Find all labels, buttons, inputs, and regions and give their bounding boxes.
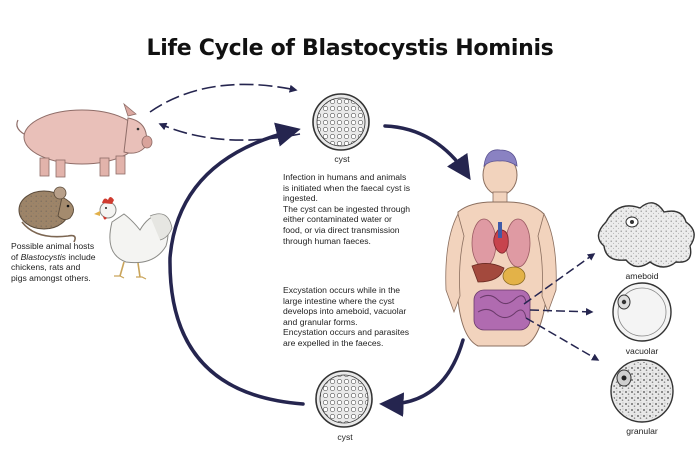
animal-hosts-text: Possible animal hosts of Blastocystis in… [11, 241, 141, 283]
right-lung [505, 218, 531, 268]
arrow-to-ameboid [523, 253, 596, 305]
excystation-text: Excystation occurs while in the large in… [283, 285, 453, 349]
brain [483, 149, 518, 168]
heart [493, 229, 509, 254]
arrow-to-granular [525, 317, 600, 361]
hosts-line-2-suffix: include [65, 251, 96, 262]
left-lung [471, 218, 497, 268]
ameboid-form [597, 202, 695, 268]
vacuolar-form [612, 282, 672, 342]
human-figure [445, 149, 557, 347]
hosts-line-2-italic: Blastocystis [20, 251, 66, 262]
excystation-line: Excystation occurs while in the [283, 285, 401, 295]
hosts-line-2: of Blastocystis include [11, 252, 141, 263]
hosts-line-2-prefix: of [11, 251, 21, 262]
infection-line: food, or via direct transmission [283, 224, 400, 235]
arrow-human-to-cyst [379, 338, 465, 417]
stomach [502, 266, 526, 286]
infection-line: is initiated when the faecal cyst is [283, 182, 411, 193]
cyst-top-label: cyst [334, 154, 350, 164]
hosts-line-3: chickens, rats and [11, 262, 81, 273]
form-arrows [523, 253, 600, 361]
cyst-bottom-label: cyst [337, 432, 353, 442]
cyst-bottom [315, 370, 373, 428]
excystation-line: are expelled in the faeces. [283, 337, 384, 348]
infection-text: Infection in humans and animals is initi… [283, 172, 453, 246]
excystation-line: develops into ameboid, vacuolar [283, 306, 407, 317]
page-title: Life Cycle of Blastocystis Hominis [146, 36, 554, 61]
infection-line: The cyst can be ingested through [283, 203, 411, 214]
infection-line: Infection in humans and animals [283, 172, 407, 182]
excystation-line: Encystation occurs and parasites [283, 327, 410, 338]
excystation-line: large intestine where the cyst [283, 295, 395, 306]
ameboid-label: ameboid [625, 271, 659, 281]
infection-line: ingested. [283, 193, 318, 204]
infection-line: either contaminated water or [283, 214, 392, 225]
chicken-illustration [94, 197, 173, 280]
infection-line: through human faeces. [283, 235, 371, 246]
hosts-line-1: Possible animal hosts [11, 241, 95, 251]
granular-form [610, 359, 674, 423]
arrow-cyst-to-pig [158, 122, 301, 141]
arrow-cyst-cycle [168, 122, 305, 406]
arrow-cyst-to-human [383, 124, 471, 181]
granular-label: granular [626, 426, 658, 436]
main-cycle-arrows [168, 122, 471, 417]
rat-illustration [18, 186, 76, 243]
liver [471, 263, 505, 283]
vacuolar-label: vacuolar [625, 346, 659, 356]
cyst-top [312, 93, 370, 151]
animal-cycle-arrows [149, 83, 301, 141]
arrow-pig-to-cyst [149, 83, 298, 113]
arrow-to-vacuolar [529, 308, 594, 316]
hosts-line-4: pigs amongst others. [11, 272, 91, 283]
excystation-line: and granular forms. [283, 316, 358, 327]
pig-illustration [16, 102, 153, 178]
